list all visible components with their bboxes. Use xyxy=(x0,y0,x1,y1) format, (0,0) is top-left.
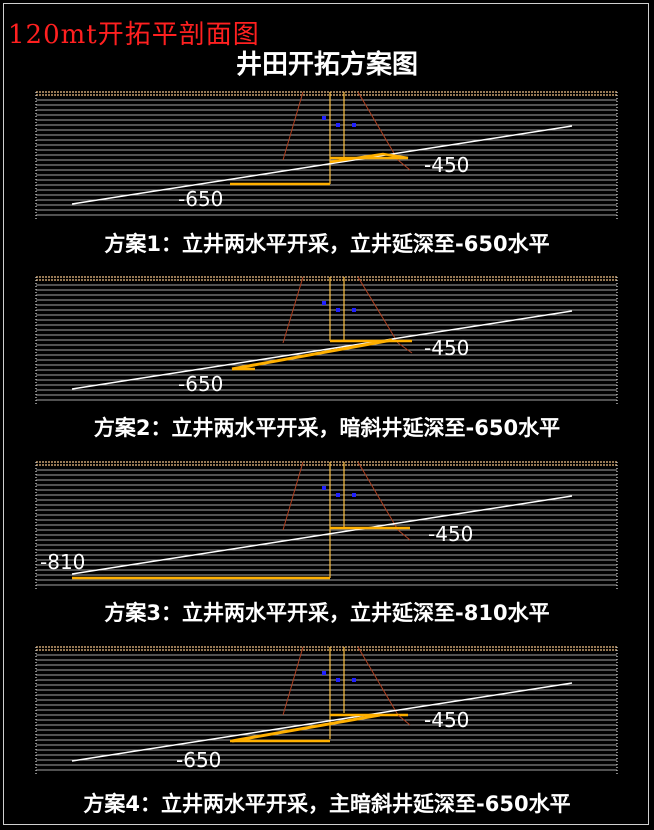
caption-scheme-3: 方案3：立井两水平开采，立井延深至-810水平 xyxy=(104,601,550,625)
roadway-tail xyxy=(397,529,411,541)
marker-point xyxy=(352,123,356,127)
level-label-lower: -650 xyxy=(176,748,221,772)
grid-lines xyxy=(35,461,618,589)
marker-point xyxy=(322,671,326,675)
upper-outline-left xyxy=(282,91,304,161)
coal-seam-line xyxy=(71,495,573,575)
section-drawing xyxy=(71,91,573,205)
level-label-upper: -450 xyxy=(428,522,473,546)
level-label-upper: -450 xyxy=(424,708,469,732)
grid-lines xyxy=(35,646,618,774)
marker-point xyxy=(352,678,356,682)
roadway-tail xyxy=(397,342,413,354)
section-panel-scheme-2: -450 -650 xyxy=(35,276,618,404)
marker-point xyxy=(336,678,340,682)
main-title: 井田开拓方案图 xyxy=(235,50,418,80)
level-label-upper: -450 xyxy=(424,336,469,360)
level-label-lower: -650 xyxy=(178,187,223,211)
section-panel-scheme-1: -450 -650 xyxy=(35,91,618,219)
section-panel-scheme-3: -450 -810 xyxy=(35,461,618,589)
marker-point xyxy=(336,123,340,127)
caption-scheme-2: 方案2：立井两水平开采，暗斜井延深至-650水平 xyxy=(93,416,561,440)
marker-point xyxy=(352,493,356,497)
upper-outline-left xyxy=(282,461,304,531)
marker-point xyxy=(322,301,326,305)
marker-point xyxy=(322,486,326,490)
caption-scheme-1: 方案1：立井两水平开采，立井延深至-650水平 xyxy=(104,232,550,256)
marker-point xyxy=(336,493,340,497)
section-drawing xyxy=(71,276,573,390)
coal-seam-line xyxy=(71,310,573,390)
grid-lines xyxy=(35,91,618,219)
drawing-frame xyxy=(3,3,649,825)
upper-level-roadway xyxy=(329,152,409,164)
upper-outline-right xyxy=(357,276,399,344)
roadway-tail xyxy=(397,159,411,171)
corner-title: 120mt开拓平剖面图 xyxy=(8,20,260,50)
inclined-shaft xyxy=(231,713,381,743)
upper-outline-left xyxy=(282,276,304,344)
coal-seam-line xyxy=(71,125,573,205)
marker-point xyxy=(336,308,340,312)
marker-point xyxy=(352,308,356,312)
level-label-lower: -650 xyxy=(178,372,223,396)
section-drawing xyxy=(71,646,573,762)
grid-lines xyxy=(35,276,618,404)
roadway-tail xyxy=(397,714,411,726)
section-drawing xyxy=(71,461,573,580)
upper-outline-right xyxy=(357,91,399,161)
caption-scheme-4: 方案4：立井两水平开采，主暗斜井延深至-650水平 xyxy=(83,792,571,816)
marker-point xyxy=(322,116,326,120)
upper-outline-left xyxy=(282,646,304,716)
coal-seam-line xyxy=(71,682,573,762)
inclined-shaft xyxy=(231,338,393,371)
level-label-upper: -450 xyxy=(424,153,469,177)
section-panel-scheme-4: -450 -650 xyxy=(35,646,618,774)
level-label-lower: -810 xyxy=(40,550,85,574)
upper-outline-right xyxy=(357,646,399,716)
upper-outline-right xyxy=(357,461,399,531)
